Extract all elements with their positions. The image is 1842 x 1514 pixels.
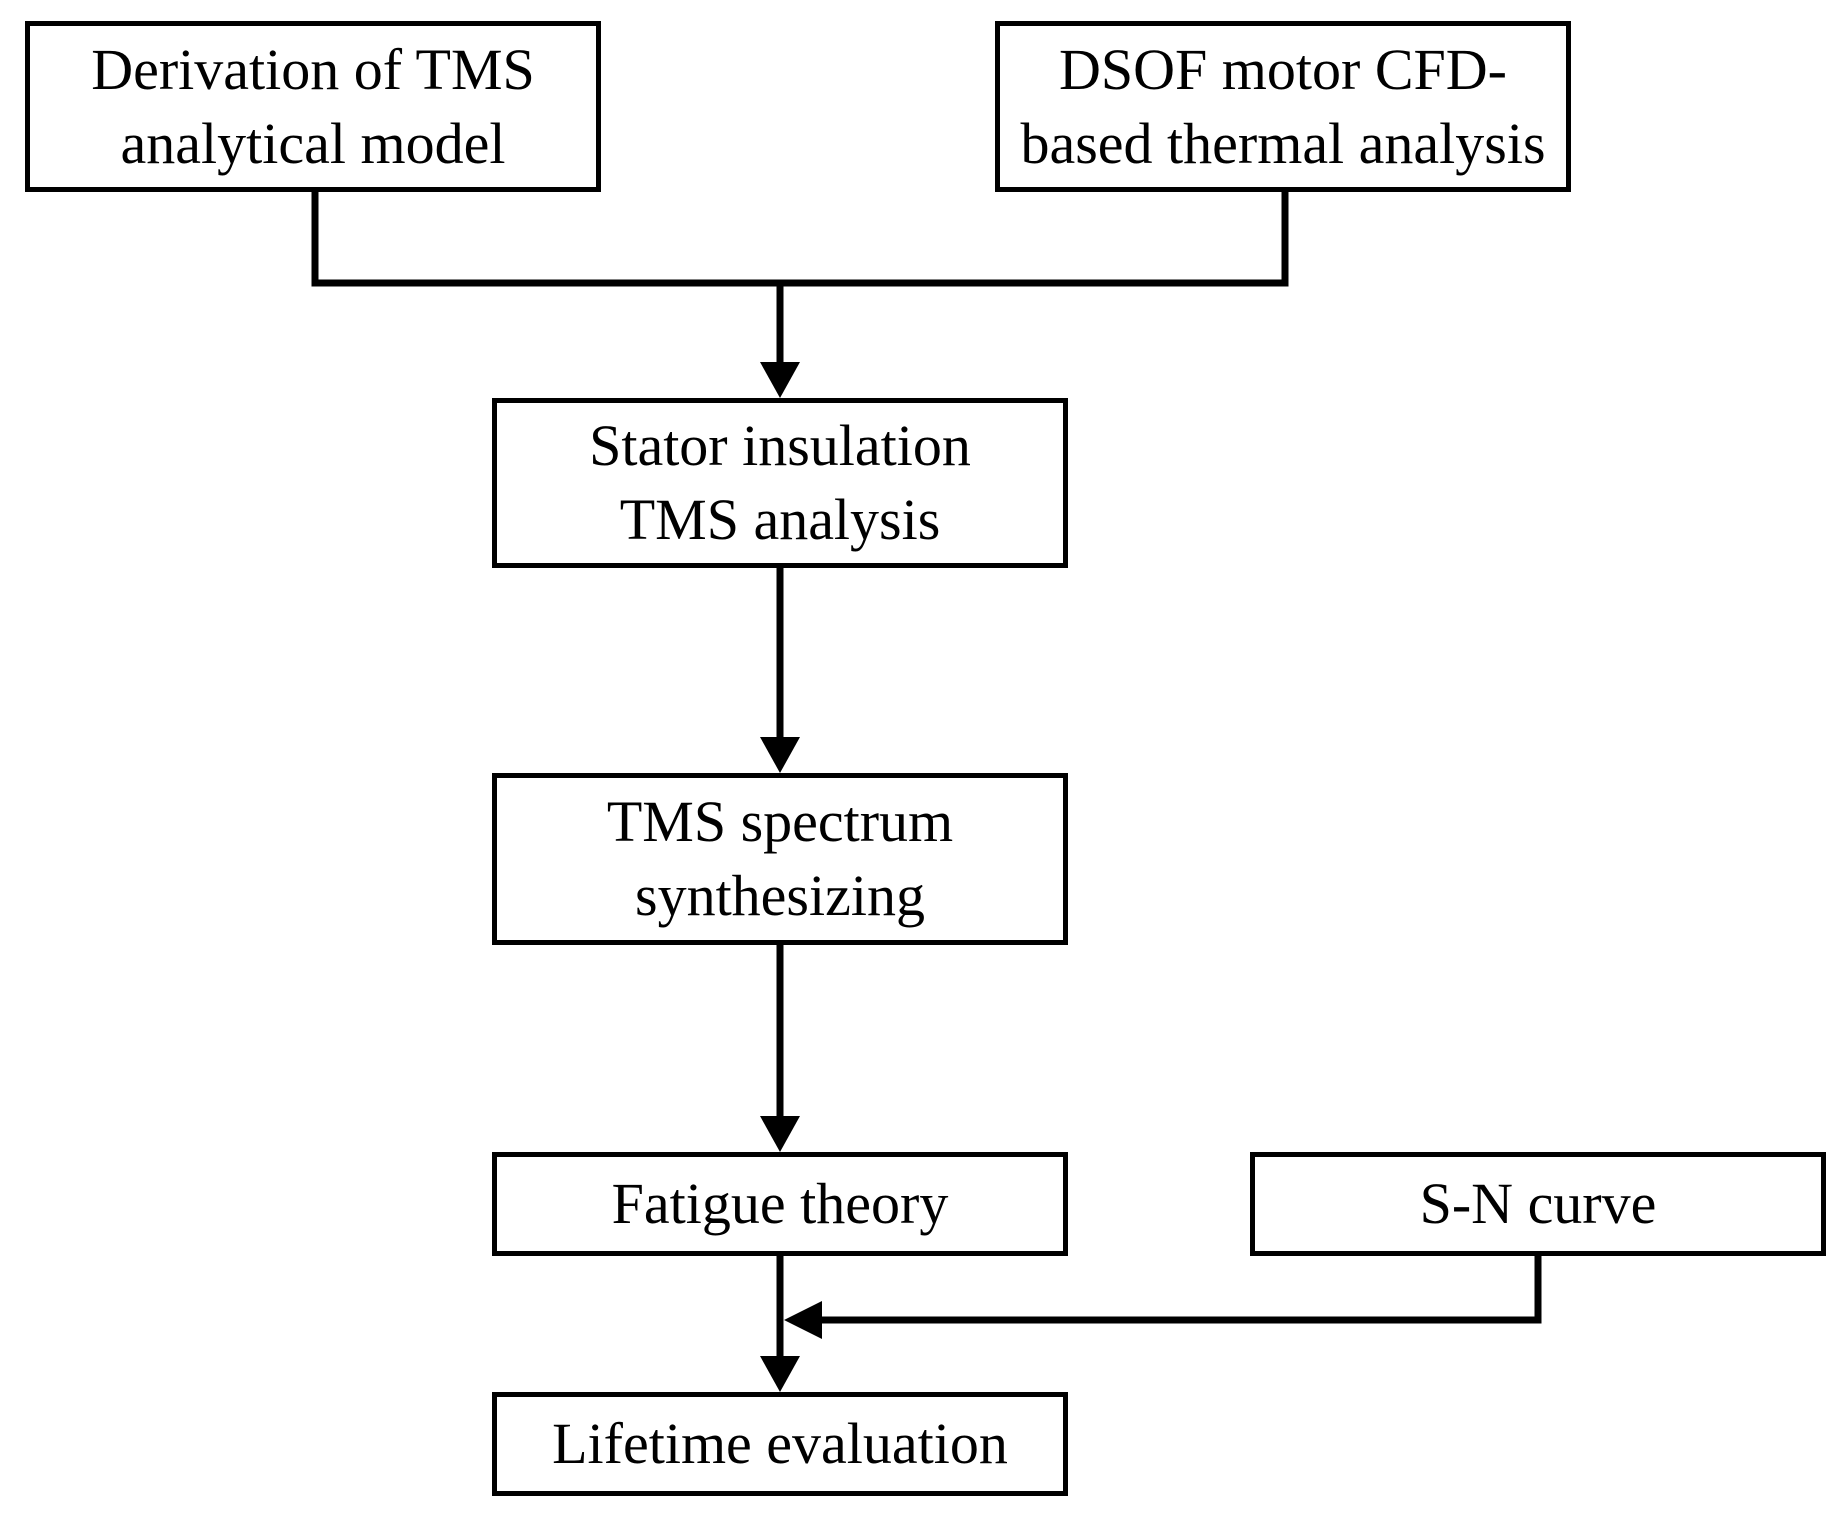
node-spectrum-line-1: TMS spectrum <box>606 789 954 854</box>
node-stator-tms-line-2: TMS analysis <box>619 487 941 552</box>
node-lifetime-line-1: Lifetime evaluation <box>552 1411 1008 1476</box>
node-tms-model-line-2: analytical model <box>120 110 506 176</box>
node-tms-model: Derivation of TMS analytical model <box>25 21 601 192</box>
arrowhead-fatigue <box>760 1116 800 1152</box>
node-spectrum: TMS spectrum synthesizing <box>492 773 1068 945</box>
connector-sn-curve <box>820 1255 1542 1324</box>
arrowhead-spectrum <box>760 737 800 773</box>
connector-cfd-thermal-merge <box>780 190 1289 287</box>
node-fatigue-line-1: Fatigue theory <box>611 1171 949 1236</box>
node-cfd-thermal: DSOF motor CFD- based thermal analysis <box>995 21 1571 192</box>
node-sn-curve-line-1: S-N curve <box>1419 1171 1657 1236</box>
arrowhead-lifetime <box>760 1356 800 1392</box>
arrowhead-sn-join <box>784 1301 822 1339</box>
node-fatigue: Fatigue theory <box>492 1152 1068 1256</box>
node-stator-tms: Stator insulation TMS analysis <box>492 398 1068 568</box>
node-cfd-thermal-line-2: based thermal analysis <box>1020 110 1546 176</box>
connector-tms-model-merge <box>311 190 780 287</box>
node-sn-curve: S-N curve <box>1250 1152 1826 1256</box>
node-cfd-thermal-line-1: DSOF motor CFD- <box>1059 36 1507 102</box>
arrowhead-stator <box>760 362 800 398</box>
node-spectrum-line-2: synthesizing <box>635 863 925 928</box>
node-lifetime: Lifetime evaluation <box>492 1392 1068 1496</box>
node-tms-model-line-1: Derivation of TMS <box>91 36 535 102</box>
node-stator-tms-line-1: Stator insulation <box>589 413 971 478</box>
